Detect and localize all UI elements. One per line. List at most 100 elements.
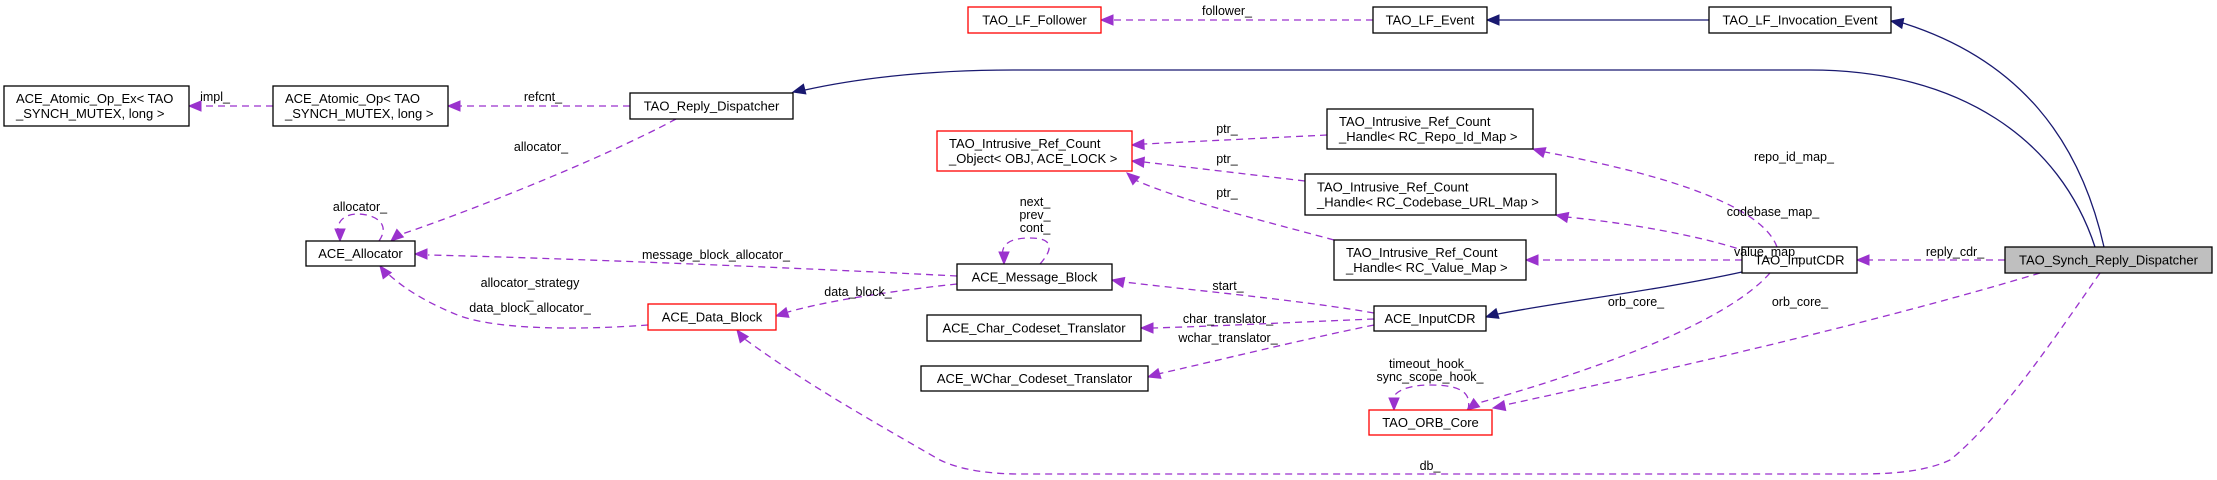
class-name: ACE_Message_Block: [972, 270, 1098, 285]
class-name: TAO_LF_Invocation_Event: [1722, 13, 1878, 28]
edge-label: start_: [1212, 279, 1244, 293]
edge-label: codebase_map_: [1727, 205, 1820, 219]
edge-repo-map: [1531, 147, 1778, 248]
class-box: [1304, 173, 1557, 216]
arrowhead-icon: [1139, 322, 1154, 334]
arrowhead-icon: [379, 264, 393, 280]
edge-ptr2: [1130, 156, 1306, 182]
edge-synch-rd: [791, 69, 2096, 248]
class-name: _Object< OBJ, ACE_LOCK >: [948, 151, 1117, 166]
class-node-atomic-op-ex[interactable]: ACE_Atomic_Op_Ex< TAO_SYNCH_MUTEX, long …: [3, 85, 190, 127]
class-box: [1372, 6, 1488, 34]
edge-data-block: [774, 283, 958, 318]
class-name: TAO_ORB_Core: [1382, 415, 1479, 430]
edge-impl: [187, 100, 273, 112]
class-name: _SYNCH_MUTEX, long >: [15, 106, 164, 121]
class-box: [1326, 108, 1534, 150]
usage-line: [395, 118, 677, 237]
class-node-message-block[interactable]: ACE_Message_Block: [956, 263, 1113, 291]
class-name: TAO_Synch_Reply_Dispatcher: [2019, 253, 2199, 268]
arrowhead-icon: [1554, 211, 1570, 224]
class-box: [305, 240, 416, 267]
class-box: [272, 85, 449, 127]
class-node-synch-reply-dispatcher[interactable]: TAO_Synch_Reply_Dispatcher: [2004, 246, 2213, 274]
edge-label: reply_cdr_: [1926, 245, 1985, 259]
class-name: _SYNCH_MUTEX, long >: [284, 106, 433, 121]
class-node-char-translator[interactable]: ACE_Char_Codeset_Translator: [926, 314, 1142, 342]
class-node-reply-dispatcher[interactable]: TAO_Reply_Dispatcher: [629, 92, 794, 120]
arrowhead-icon: [1126, 172, 1141, 186]
usage-line: [1134, 179, 1335, 241]
edge-synch-lfinv: [1889, 17, 2105, 248]
class-node-atomic-op[interactable]: ACE_Atomic_Op< TAO_SYNCH_MUTEX, long >: [272, 85, 449, 127]
usage-line: [1143, 134, 1328, 145]
class-node-allocator[interactable]: ACE_Allocator: [305, 240, 416, 267]
arrowhead-icon: [446, 100, 461, 112]
arrowhead-icon: [1855, 254, 1870, 266]
usage-line: [1001, 237, 1050, 265]
edge-label: ptr_: [1216, 186, 1239, 200]
class-node-tao-inputcdr[interactable]: TAO_InputCDR: [1741, 246, 1858, 274]
edge-label: value_map_: [1734, 245, 1803, 259]
edge-label: wchar_translator_: [1177, 331, 1278, 345]
edge-label: allocator_: [333, 200, 388, 214]
class-box: [1373, 305, 1487, 332]
edge-label: sync_scope_hook_: [1376, 370, 1484, 384]
class-node-handle-repo[interactable]: TAO_Intrusive_Ref_Count_Handle< RC_Repo_…: [1326, 108, 1534, 150]
class-node-intrusive-object[interactable]: TAO_Intrusive_Ref_Count_Object< OBJ, ACE…: [936, 130, 1133, 172]
edge-lf-inherit: [1485, 14, 1709, 26]
usage-line: [1157, 324, 1375, 375]
arrowhead-icon: [1484, 307, 1500, 319]
edge-allocator-self: [334, 213, 384, 243]
arrowhead-icon: [413, 248, 428, 260]
class-node-handle-value[interactable]: TAO_Intrusive_Ref_Count_Handle< RC_Value…: [1333, 239, 1527, 281]
class-name: TAO_Intrusive_Ref_Count: [949, 136, 1101, 151]
edge-labels-layer: impl_refcnt_allocator_allocator_follower…: [200, 4, 1985, 473]
class-name: ACE_InputCDR: [1384, 311, 1475, 326]
usage-line: [427, 254, 958, 277]
class-name: TAO_Intrusive_Ref_Count: [1339, 114, 1491, 129]
edge-label: impl_: [200, 90, 231, 104]
usage-line: [1152, 318, 1375, 329]
edge-orb-synch: [1491, 272, 2041, 412]
class-box: [956, 263, 1113, 291]
edge-label: _: [526, 288, 535, 302]
arrowhead-icon: [774, 306, 790, 318]
class-box: [1333, 239, 1527, 281]
class-name: ACE_Data_Block: [662, 310, 763, 325]
edge-orb-cdr: [1465, 272, 1771, 411]
class-node-lf-event[interactable]: TAO_LF_Event: [1372, 6, 1488, 34]
arrowhead-icon: [1491, 399, 1507, 412]
class-node-data-block[interactable]: ACE_Data_Block: [647, 303, 777, 331]
class-box: [967, 6, 1102, 34]
class-name: _Handle< RC_Codebase_URL_Map >: [1316, 195, 1539, 210]
class-name: TAO_LF_Event: [1386, 13, 1475, 28]
class-name: TAO_LF_Follower: [982, 13, 1087, 28]
edge-label: ptr_: [1216, 122, 1239, 136]
class-box: [647, 303, 777, 331]
class-name: ACE_Atomic_Op< TAO: [285, 91, 420, 106]
class-name: TAO_Reply_Dispatcher: [644, 99, 780, 114]
class-box: [3, 85, 190, 127]
edge-label: timeout_hook_: [1389, 357, 1472, 371]
edge-label: repo_id_map_: [1754, 150, 1835, 164]
class-node-lf-follower[interactable]: TAO_LF_Follower: [967, 6, 1102, 34]
edge-mb-self: [998, 237, 1050, 266]
class-node-orb-core[interactable]: TAO_ORB_Core: [1368, 409, 1493, 436]
usage-line: [337, 213, 384, 242]
edge-start: [1110, 276, 1375, 314]
class-node-ace-inputcdr[interactable]: ACE_InputCDR: [1373, 305, 1487, 332]
class-node-lf-invocation-event[interactable]: TAO_LF_Invocation_Event: [1708, 6, 1892, 34]
class-node-wchar-translator[interactable]: ACE_WChar_Codeset_Translator: [920, 365, 1149, 392]
class-box: [936, 130, 1133, 172]
class-name: TAO_InputCDR: [1754, 253, 1844, 268]
edge-label: prev_: [1019, 208, 1051, 222]
class-node-handle-codebase[interactable]: TAO_Intrusive_Ref_Count_Handle< RC_Codeb…: [1304, 173, 1557, 216]
edge-db-alloc: [379, 264, 649, 329]
edge-wchar-tr: [1146, 324, 1375, 379]
edge-cdr-inherit: [1484, 271, 1743, 319]
edge-codebase-map: [1554, 211, 1749, 253]
edge-label: follower_: [1202, 4, 1253, 18]
class-box: [926, 314, 1142, 342]
class-box: [2004, 246, 2213, 274]
